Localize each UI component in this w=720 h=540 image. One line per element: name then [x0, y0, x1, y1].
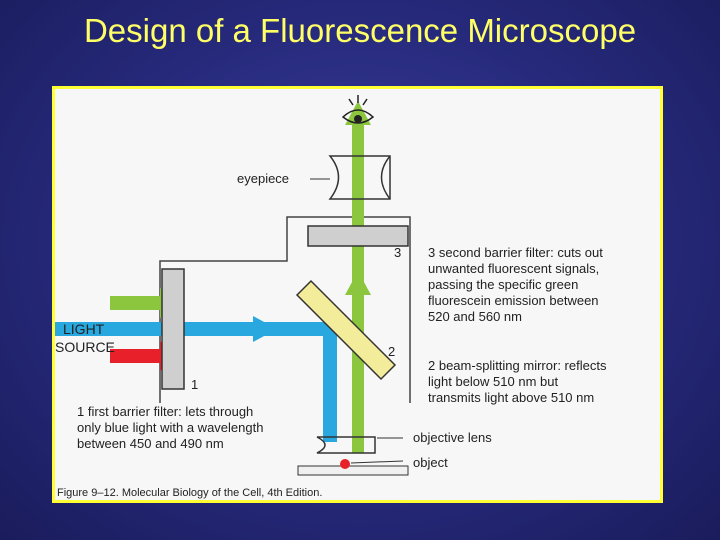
microscope-housing-outline	[159, 216, 411, 403]
light-source-label-line1: LIGHT	[63, 321, 105, 337]
filter3-desc-line4: fluorescein emission between	[428, 293, 599, 308]
green-beam-arrowhead-top	[345, 101, 371, 125]
specimen-slide	[297, 465, 409, 476]
object-leader-line	[350, 460, 404, 464]
mirror-desc-line1: 2 beam-splitting mirror: reflects	[428, 358, 607, 373]
object-label: object	[413, 455, 448, 470]
filter3-number: 3	[394, 245, 401, 260]
blue-beam-arrowhead	[253, 316, 277, 342]
red-source-beam	[110, 349, 160, 363]
filter3-desc-line2: unwanted fluorescent signals,	[428, 261, 599, 276]
light-source-label-line2: SOURCE	[55, 339, 115, 355]
slide-title: Design of a Fluorescence Microscope	[83, 12, 637, 49]
filter3-desc-line3: passing the specific green	[428, 277, 578, 292]
second-barrier-filter	[307, 225, 409, 247]
eyepiece-lens	[328, 155, 391, 200]
green-beam-arrowhead-mid	[345, 271, 371, 295]
filter3-desc-line1: 3 second barrier filter: cuts out	[428, 245, 603, 260]
figure-frame: eyepiece LIGHT SOURCE 3 3 second barrier…	[52, 86, 663, 503]
green-source-beam	[110, 296, 160, 310]
beam-splitting-mirror	[295, 279, 397, 381]
objective-lens	[316, 436, 376, 454]
filter1-number: 1	[191, 377, 198, 392]
filter3-desc-line5: 520 and 560 nm	[428, 309, 522, 324]
blue-downward-beam	[323, 322, 337, 442]
eyepiece-lens-curve	[380, 155, 391, 200]
filter1-desc-line1: 1 first barrier filter: lets through	[77, 404, 253, 419]
objective-lens-label: objective lens	[413, 430, 492, 445]
filter1-desc-line2: only blue light with a wavelength	[77, 420, 263, 435]
figure-caption: Figure 9–12. Molecular Biology of the Ce…	[57, 487, 322, 499]
mirror-desc-line3: transmits light above 510 nm	[428, 390, 594, 405]
mirror-desc-line2: light below 510 nm but	[428, 374, 558, 389]
first-barrier-filter	[161, 268, 185, 390]
filter1-desc-line3: between 450 and 490 nm	[77, 436, 224, 451]
eyepiece-label: eyepiece	[237, 171, 289, 186]
microscope-diagram: eyepiece LIGHT SOURCE 3 3 second barrier…	[55, 89, 660, 500]
mirror-number: 2	[388, 344, 395, 359]
eye-icon	[341, 95, 375, 124]
object-sample	[340, 459, 350, 469]
